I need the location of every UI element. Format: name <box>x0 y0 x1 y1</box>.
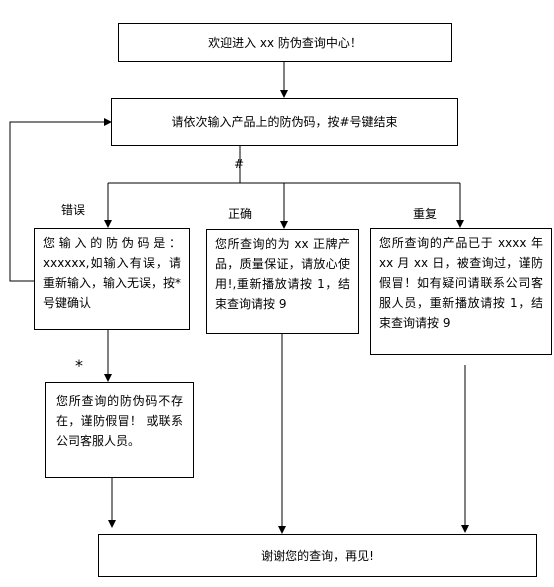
prompt-box: 请依次输入产品上的防伪码，按#号键结束 <box>111 98 458 146</box>
label-error: 错误 <box>61 203 86 217</box>
thanks-text: 谢谢您的查询，再见! <box>261 548 374 563</box>
correct-box: 您所查询的为 xx 正牌产品，质量保证，请放心使用!,重新播放请按 1，结束查询… <box>206 229 359 334</box>
repeat-text: 您所查询的产品已于 xxxx 年 xx 月 xx 日，被查询过，谨防假冒！如有疑… <box>379 236 543 330</box>
not-exist-text: 您所查询的防伪码不存在，谨防假冒！ 或联系公司客服人员。 <box>56 394 183 448</box>
error-text: 您输入的防伪码是：xxxxxx,如输入有误，请重新输入，输入无误，按*号键确认 <box>43 236 182 310</box>
repeat-box: 您所查询的产品已于 xxxx 年 xx 月 xx 日，被查询过，谨防假冒！如有疑… <box>370 228 552 355</box>
not-exist-box: 您所查询的防伪码不存在，谨防假冒！ 或联系公司客服人员。 <box>45 382 194 478</box>
welcome-box: 欢迎进入 xx 防伪查询中心！ <box>118 23 452 62</box>
correct-text: 您所查询的为 xx 正牌产品，质量保证，请放心使用!,重新播放请按 1，结束查询… <box>215 237 350 311</box>
error-box: 您输入的防伪码是：xxxxxx,如输入有误，请重新输入，输入无误，按*号键确认 <box>34 228 190 330</box>
thanks-box: 谢谢您的查询，再见! <box>98 534 537 577</box>
label-repeat: 重复 <box>413 207 438 221</box>
prompt-text: 请依次输入产品上的防伪码，按#号键结束 <box>171 115 398 129</box>
label-hash: # <box>234 157 245 171</box>
loop-back-to-prompt <box>9 118 112 282</box>
label-star: * <box>75 356 83 375</box>
welcome-text: 欢迎进入 xx 防伪查询中心！ <box>208 35 362 50</box>
label-correct: 正确 <box>228 207 253 221</box>
